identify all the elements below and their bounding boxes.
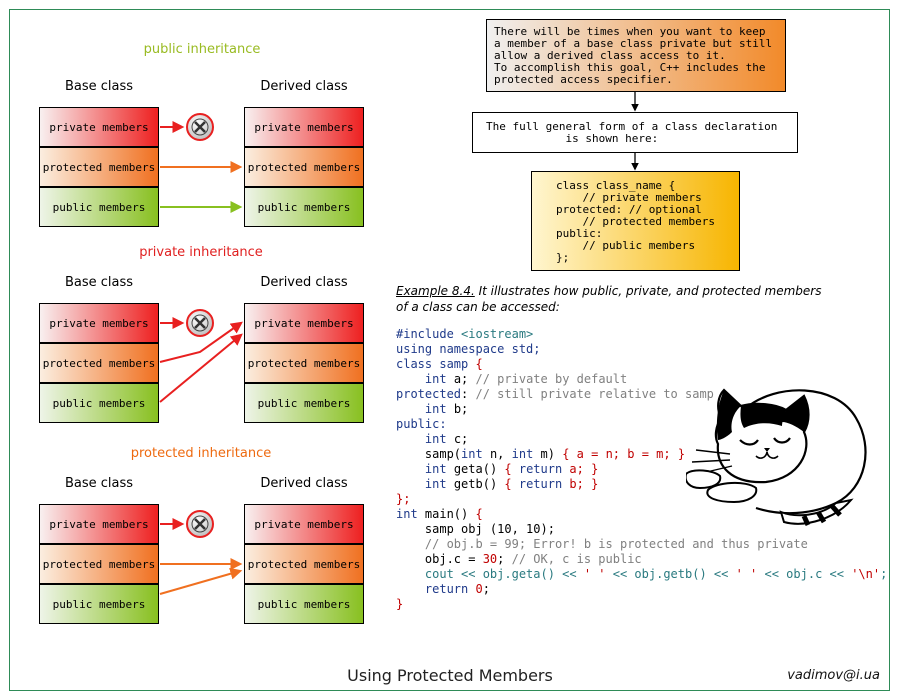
arrow-public-2 <box>159 333 243 403</box>
derived-private-box: private members <box>244 107 364 147</box>
base-class-heading: Base class <box>64 275 134 290</box>
code-line: samp(int n, int m) { a = n; b = m; } <box>396 447 686 461</box>
arrow-public-3 <box>159 567 243 595</box>
derived-class-heading: Derived class <box>260 79 348 94</box>
footer-author: vadimov@i.ua <box>787 668 880 683</box>
code-line: using namespace std; <box>396 342 541 356</box>
flow-box-general-form: The full general form of a class declara… <box>472 112 798 153</box>
code-listing: #include <iostream>using namespace std;c… <box>396 327 887 612</box>
code-line: int c; <box>424 432 469 446</box>
flow-box-intro: There will be times when you want to kee… <box>486 19 786 92</box>
section-title-protected: protected inheritance <box>130 446 272 461</box>
code-line: class samp { <box>396 357 483 371</box>
derived-class-heading: Derived class <box>260 275 348 290</box>
base-protected-box: protected members <box>39 147 159 187</box>
base-class-heading: Base class <box>64 476 134 491</box>
sleeping-cat-illustration <box>686 388 867 526</box>
code-line: public: <box>396 417 447 431</box>
example-text-2: of a class can be accessed: <box>396 300 560 314</box>
code-line: samp obj (10, 10); <box>396 522 555 536</box>
base-class-heading: Base class <box>64 79 134 94</box>
blocked-icon <box>186 113 214 141</box>
code-line: }; <box>396 492 411 506</box>
derived-public-box: public members <box>244 383 364 423</box>
derived-protected-box: protected members <box>244 343 364 383</box>
flow-box-class-template: class class_name { // private members pr… <box>531 171 740 271</box>
derived-public-box: public members <box>244 187 364 227</box>
base-public-box: public members <box>39 187 159 227</box>
example-caption: Example 8.4. It illustrates how public, … <box>396 283 836 315</box>
derived-protected-box: protected members <box>244 544 364 584</box>
base-protected-box: protected members <box>39 544 159 584</box>
arrow-protected-2 <box>159 321 243 363</box>
code-line: int a; // private by default <box>424 372 628 386</box>
footer-title: Using Protected Members <box>347 666 553 685</box>
base-public-box: public members <box>39 584 159 624</box>
example-label: Example 8.4. <box>396 284 475 298</box>
blocked-icon <box>186 309 214 337</box>
code-line: cout << obj.geta() << ' ' << obj.getb() … <box>396 567 888 581</box>
derived-public-box: public members <box>244 584 364 624</box>
derived-protected-box: protected members <box>244 147 364 187</box>
code-line: obj.c = 30; // OK, c is public <box>396 552 642 566</box>
code-line: protected: // still private relative to … <box>396 387 714 401</box>
page-frame <box>9 9 890 691</box>
code-line: // obj.b = 99; Error! b is protected and… <box>396 537 808 551</box>
section-title-public: public inheritance <box>143 42 261 57</box>
derived-class-heading: Derived class <box>260 476 348 491</box>
base-public-box: public members <box>39 383 159 423</box>
derived-private-box: private members <box>244 303 364 343</box>
code-line: int getb() { return b; } <box>424 477 599 491</box>
code-line: #include <iostream> <box>396 327 534 341</box>
code-line: return 0; <box>396 582 490 596</box>
blocked-icon <box>186 510 214 538</box>
base-private-box: private members <box>39 107 159 147</box>
code-line: } <box>396 597 404 611</box>
base-private-box: private members <box>39 303 159 343</box>
code-line: int geta() { return a; } <box>424 462 599 476</box>
derived-private-box: private members <box>244 504 364 544</box>
base-protected-box: protected members <box>39 343 159 383</box>
section-title-private: private inheritance <box>139 245 263 260</box>
base-private-box: private members <box>39 504 159 544</box>
code-line: int main() { <box>396 507 483 521</box>
code-line: int b; <box>424 402 469 416</box>
example-text-1: It illustrates how public, private, and … <box>474 284 822 298</box>
